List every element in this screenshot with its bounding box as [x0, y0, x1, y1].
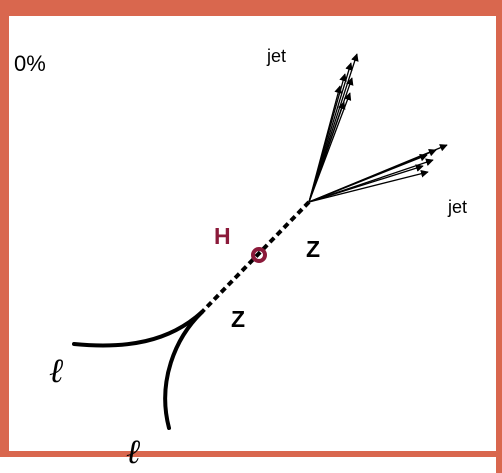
higgs-vertex-circle: [251, 247, 267, 263]
frame-right-edge: [496, 16, 502, 473]
z-boson-lower-label: Z: [231, 306, 245, 332]
decay-diagram: 0% jet jet H Z Z: [14, 46, 467, 472]
lepton-2-label: ℓ: [126, 432, 140, 472]
z-propagator-dashed: [200, 200, 311, 314]
higgs-label: H: [214, 223, 231, 249]
jet-top-tracks: [308, 53, 359, 203]
corner-percent-text: 0%: [14, 51, 46, 76]
z-boson-upper-label: Z: [306, 236, 320, 262]
lepton-1-label: ℓ: [49, 351, 63, 391]
jet-right-tracks: [308, 144, 448, 203]
jet-top-label: jet: [266, 46, 286, 66]
jet-right-label: jet: [447, 197, 467, 217]
frame-bottom-edge: [9, 451, 502, 457]
lepton-curves: [72, 310, 204, 430]
